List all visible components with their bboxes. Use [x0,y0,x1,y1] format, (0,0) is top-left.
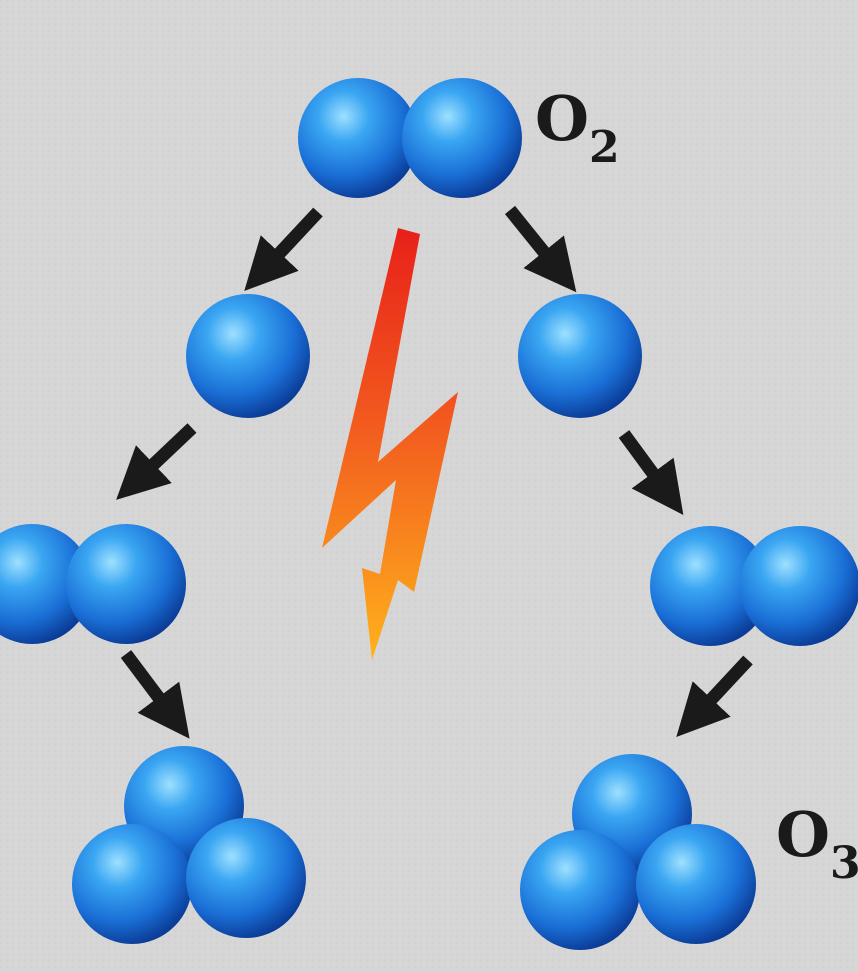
oxygen-atom-icon [0,524,92,644]
oxygen-atom-icon [72,824,192,944]
arrow-icon [244,207,323,292]
arrow-icon [116,423,197,500]
bottom-formula-main: O [776,798,830,871]
top-o2-molecule [298,78,522,198]
oxygen-atom-icon [298,78,418,198]
oxygen-atom-icon [520,830,640,950]
arrow-icon [504,205,577,293]
oxygen-atom-icon [66,524,186,644]
top-formula-main: O [535,82,589,155]
oxygen-atom-icon [186,818,306,938]
oxygen-atom-icon [518,294,642,418]
arrow-icon [618,430,684,515]
oxygen-atom-icon [650,526,770,646]
top-formula-label: O2 [535,82,620,173]
arrow-icon [120,650,190,739]
arrow-icon [676,655,753,738]
left-o2-molecule [0,524,186,644]
lightning-bolt-icon [322,228,458,660]
oxygen-atom-icon [402,78,522,198]
right-o2-molecule [650,526,858,646]
bottom-formula-label: O3 [776,798,858,889]
oxygen-atom-icon [740,526,858,646]
oxygen-atom-icon [186,294,310,418]
oxygen-atom-icon [636,824,756,944]
top-formula-sub: 2 [589,122,620,173]
bottom-formula-sub: 3 [830,838,858,889]
left-o3-molecule [72,746,306,944]
right-o3-molecule [520,754,756,950]
